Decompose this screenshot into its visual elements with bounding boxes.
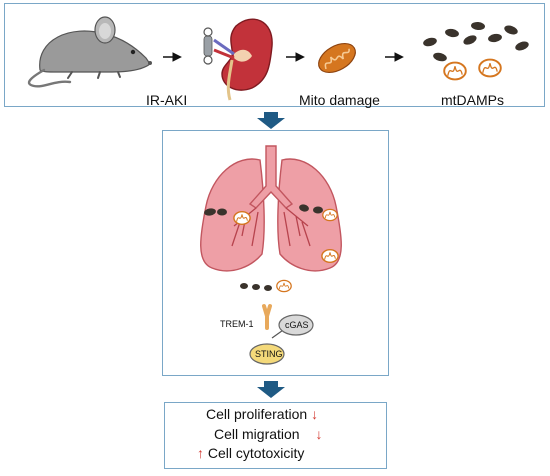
up-arrow-icon: ↑ — [197, 445, 204, 461]
mitochondrion-icon — [318, 42, 356, 74]
outcome-cytotoxicity: ↑ Cell cytotoxicity — [197, 445, 304, 461]
label-mito-damage: Mito damage — [299, 92, 380, 108]
cgas-node — [278, 314, 314, 336]
kidney-icon — [203, 18, 273, 101]
outcome-proliferation-text: Cell proliferation — [206, 406, 308, 422]
label-sting: STING — [255, 349, 283, 359]
label-mtdamps: mtDAMPs — [441, 92, 504, 108]
damaged-mitochondria — [443, 58, 502, 81]
mouse-icon — [27, 16, 152, 88]
result-panel — [164, 402, 387, 469]
down-arrow-2 — [257, 381, 285, 398]
outcome-migration-text: Cell migration — [214, 426, 300, 442]
label-cgas: cGAS — [285, 320, 309, 330]
signaling-pathway — [249, 304, 314, 365]
down-arrow-icon: ↓ — [315, 426, 323, 442]
lungs-icon — [200, 145, 342, 293]
sting-node — [249, 343, 285, 365]
mtdna-fragments — [423, 21, 529, 62]
label-ir-aki: IR-AKI — [146, 92, 188, 108]
down-arrow-1 — [257, 112, 285, 129]
label-trem1: TREM-1 — [220, 319, 254, 329]
down-arrow-icon: ↓ — [311, 406, 319, 422]
outcome-proliferation: Cell proliferation ↓ — [206, 406, 318, 422]
outcome-cytotoxicity-text: Cell cytotoxicity — [207, 445, 305, 461]
outcome-migration: Cell migration ↓ — [214, 426, 322, 442]
